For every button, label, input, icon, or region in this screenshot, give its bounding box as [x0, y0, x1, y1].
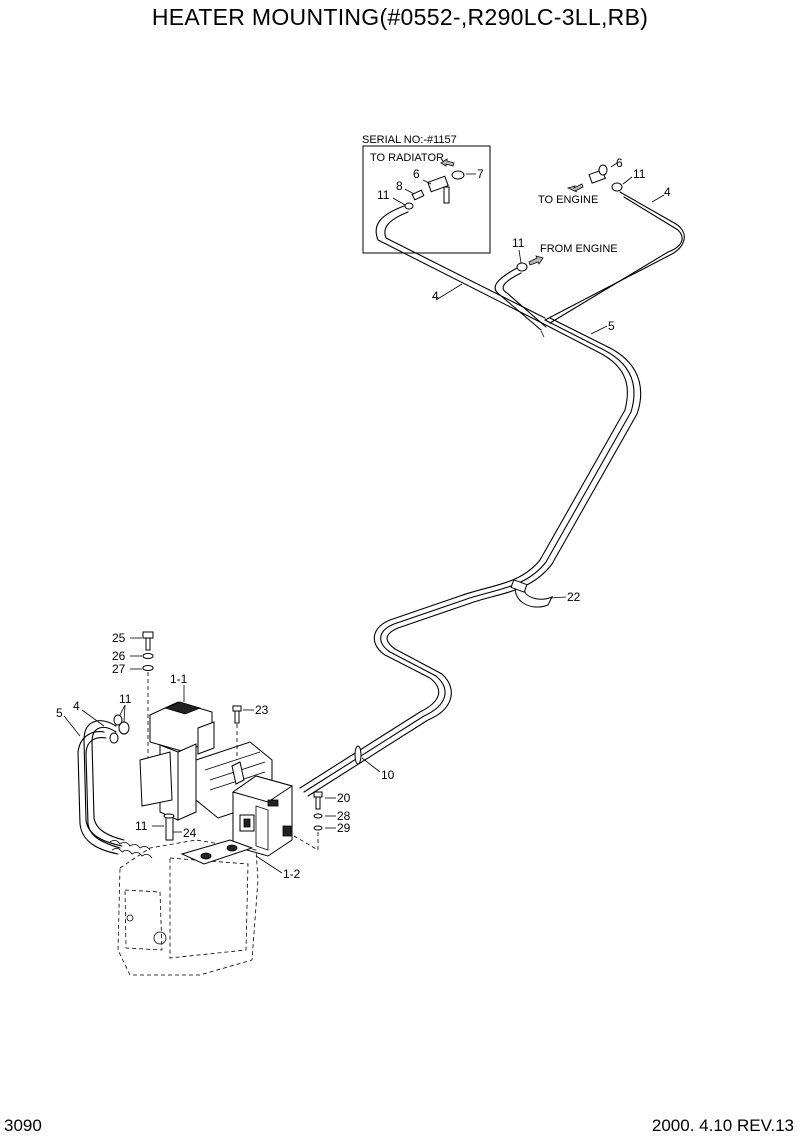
- page-title: HEATER MOUNTING(#0552-,R290LC-3LL,RB): [151, 4, 649, 30]
- callout-11-top-right: 11: [633, 167, 646, 181]
- callout-11-from-engine: 11: [512, 236, 525, 250]
- to-engine-fittings: [566, 164, 623, 193]
- callout-5-middle: 5: [608, 319, 615, 333]
- callout-8-inset: 8: [396, 179, 403, 193]
- callout-4-left: 4: [73, 699, 80, 713]
- control-panel-1-2: [231, 775, 294, 857]
- callout-24: 24: [183, 826, 197, 840]
- callout-27: 27: [112, 662, 126, 676]
- engine-block-outline: [109, 839, 259, 976]
- callout-7-inset: 7: [477, 167, 484, 181]
- callout-22: 22: [567, 590, 581, 604]
- inset-frame: [362, 145, 491, 254]
- bolt-stack-25-27: [142, 631, 154, 760]
- heater-unit-1-1: [139, 701, 273, 821]
- revision-date: 2000. 4.10 REV.13: [651, 1116, 794, 1135]
- callout-28: 28: [337, 809, 351, 823]
- callout-11-inset: 11: [377, 188, 390, 202]
- from-engine-arrow-icon: [528, 255, 544, 266]
- callout-20: 20: [337, 791, 351, 805]
- callout-25: 25: [112, 631, 126, 645]
- valve-assembly-inset: [404, 170, 465, 210]
- from-engine-label: FROM ENGINE: [540, 243, 618, 255]
- left-hoses: [77, 720, 125, 855]
- to-engine-label: TO ENGINE: [538, 194, 598, 206]
- from-engine-clamp: [516, 262, 528, 272]
- callout-11-left: 11: [119, 692, 132, 706]
- callout-4-middle: 4: [432, 289, 439, 303]
- callout-1-1: 1-1: [170, 672, 188, 686]
- fastener-stack-20-29: [293, 791, 323, 851]
- to-radiator-arrow-icon: [440, 158, 455, 167]
- callout-6-top-right: 6: [616, 156, 623, 170]
- hose-clamp-10: [354, 745, 362, 765]
- to-engine-arrow-icon: [566, 183, 584, 193]
- callout-29: 29: [337, 821, 351, 835]
- serial-label: SERIAL NO:-#1157: [362, 134, 457, 146]
- callout-5-left: 5: [56, 706, 63, 720]
- callout-26: 26: [112, 649, 126, 663]
- bolt-23: [232, 705, 242, 760]
- page-number: 3090: [4, 1116, 42, 1135]
- callout-23: 23: [255, 703, 269, 717]
- fitting-24: [163, 813, 175, 841]
- callout-11-bottom: 11: [135, 819, 148, 833]
- left-fittings-11: [109, 714, 130, 744]
- serial-inset: SERIAL NO:-#1157 TO RADIATOR 7 6 8 11: [362, 134, 491, 254]
- callout-6-inset: 6: [413, 167, 420, 181]
- hose-runs: [299, 191, 685, 797]
- callout-10: 10: [381, 768, 395, 782]
- to-radiator-label: TO RADIATOR: [370, 152, 444, 164]
- callout-4-top-right: 4: [664, 185, 671, 199]
- callout-1-2: 1-2: [283, 867, 301, 881]
